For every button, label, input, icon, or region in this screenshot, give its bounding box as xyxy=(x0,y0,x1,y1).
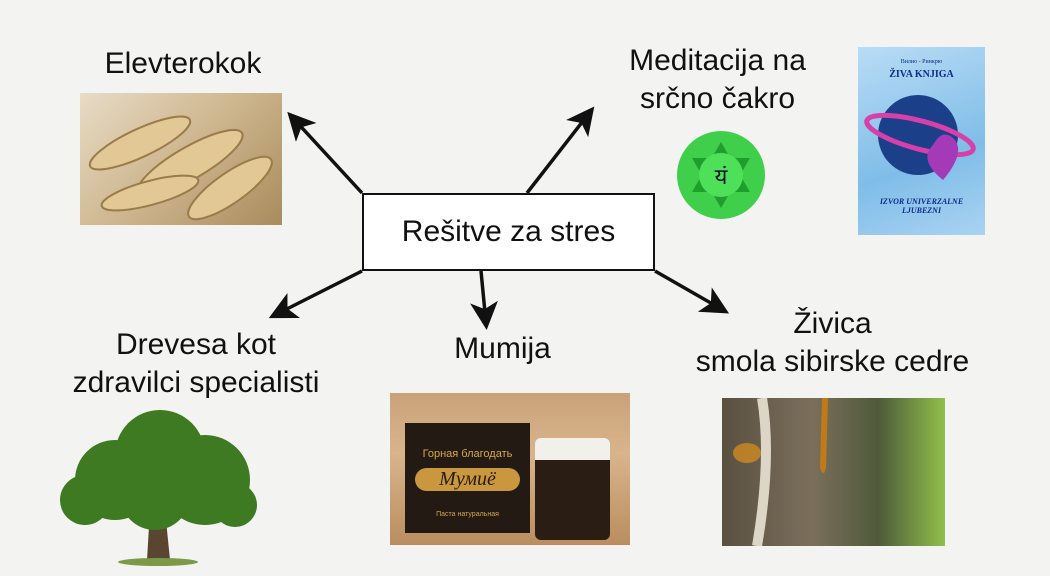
mumie-name: Мумиё xyxy=(415,468,520,491)
book-subtitle-line: IZVOR UNIVERZALNE xyxy=(879,197,964,206)
arrow-drevesa xyxy=(268,269,363,319)
central-topic: Rešitve za stres xyxy=(362,193,655,271)
book-subtitle-line: LJUBEZNI xyxy=(901,206,942,215)
label-zivica: Živica smola sibirske cedre xyxy=(660,305,1005,381)
mumie-image: Горная благодать Мумиё Паста натуральная xyxy=(390,393,630,545)
label-mumija: Mumija xyxy=(454,332,551,365)
mumie-brand: Горная благодать xyxy=(422,448,513,460)
label-line: srčno čakro xyxy=(639,82,796,115)
ginseng-image xyxy=(80,93,282,225)
label-line: Meditacija na xyxy=(629,44,806,77)
label-drevesa: Drevesa kot zdravilci specialisti xyxy=(36,326,356,402)
label-elevterokok: Elevterokok xyxy=(104,47,262,80)
label-meditacija: Meditacija na srčno čakro xyxy=(590,42,845,118)
arrow-mumija xyxy=(470,270,498,330)
label-line: Živica xyxy=(793,307,872,340)
arrow-elevterokok xyxy=(287,111,364,195)
heart-chakra-image: यं xyxy=(672,122,770,228)
book-title: ŽIVA KNJIGA xyxy=(889,69,954,80)
arrow-zivica xyxy=(654,269,730,314)
mumie-jar xyxy=(535,438,610,540)
label-line: smola sibirske cedre xyxy=(695,345,970,378)
tree-image xyxy=(55,410,262,568)
label-line: zdravilci specialisti xyxy=(72,366,320,399)
mumie-box: Горная благодать Мумиё Паста натуральная xyxy=(405,423,530,533)
book-cover-image: Вилио - Ринкрю ŽIVA KNJIGA IZVOR UNIVERZ… xyxy=(858,47,985,235)
arrow-meditacija xyxy=(525,106,595,195)
book-author: Вилио - Ринкрю xyxy=(900,59,943,65)
cedar-resin-image xyxy=(722,398,945,546)
label-line: Drevesa kot xyxy=(115,328,277,361)
chakra-symbol: यं xyxy=(715,165,729,190)
mumie-note: Паста натуральная xyxy=(436,511,499,518)
